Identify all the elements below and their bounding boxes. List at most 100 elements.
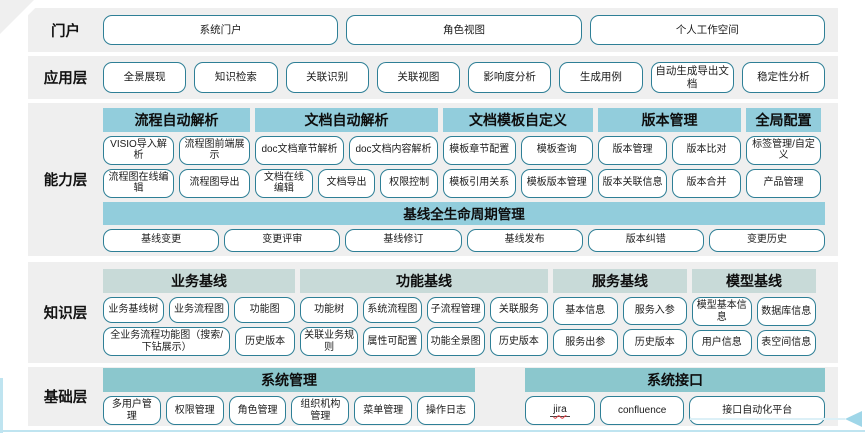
scroll-arrow-icon: [845, 411, 862, 427]
module-button[interactable]: 子流程管理: [426, 297, 485, 323]
module-button[interactable]: 模板版本管理: [520, 168, 593, 198]
module-button[interactable]: 变更评审: [224, 228, 341, 252]
module-button[interactable]: 系统流程图: [363, 297, 422, 323]
module-button[interactable]: 关联服务: [489, 297, 548, 323]
module-button[interactable]: 版本合并: [672, 168, 741, 198]
module-button[interactable]: 表空间信息: [756, 330, 816, 356]
module-button[interactable]: 权限控制: [380, 168, 439, 198]
module-button[interactable]: 关联识别: [285, 62, 369, 93]
module-button[interactable]: 关联视图: [376, 62, 460, 93]
module-button[interactable]: 多用户管理: [103, 396, 161, 425]
module-button-label: 角色管理: [237, 404, 278, 416]
module-button[interactable]: 历史版本: [489, 327, 548, 356]
module-button-label: 接口自动化平台: [722, 404, 793, 416]
button-row: 流程图在线编辑流程图导出: [103, 168, 250, 198]
module-button-label: 操作日志: [426, 404, 467, 416]
module-button-label: 功能全景图: [430, 335, 481, 347]
module-button[interactable]: 操作日志: [417, 396, 475, 425]
module-button[interactable]: 数据库信息: [756, 297, 816, 326]
module-button[interactable]: 服务入参: [622, 297, 687, 325]
button-row: 基线变更变更评审 基线修订 基线发布版本纠错变更历史: [103, 228, 826, 252]
module-button[interactable]: 业务基线树: [103, 297, 164, 323]
module-group: 文档模板自定义模板章节配置模板查询模板引用关系模板版本管理: [443, 107, 593, 198]
module-button[interactable]: 个人工作空间: [589, 15, 825, 45]
module-button[interactable]: 用户信息: [692, 330, 752, 356]
left-accent-line: [0, 378, 3, 433]
module-button[interactable]: 模型基本信息: [692, 297, 752, 326]
button-row: 基本信息服务入参: [553, 297, 687, 325]
module-button[interactable]: 版本管理: [598, 135, 667, 165]
module-button-label: 基线修订: [383, 234, 424, 246]
button-row: 业务基线树业务流程图 功能图: [103, 297, 296, 323]
module-button[interactable]: 权限管理: [165, 396, 224, 425]
module-button-label: 关联业务规则: [304, 330, 355, 353]
module-button-label: 用户信息: [701, 337, 742, 349]
module-button[interactable]: VISIO导入解析: [103, 135, 174, 165]
module-button-label: 标签管理/自定义: [752, 138, 815, 162]
module-button[interactable]: 自动生成导出文档: [650, 62, 734, 93]
module-button[interactable]: jira: [525, 396, 595, 425]
module-button[interactable]: 功能树: [300, 297, 359, 323]
bottom-accent-line: [0, 430, 865, 432]
knowledge-content: 业务基线业务基线树业务流程图功能图全业务流程功能图（搜索/下钻展示）历史版本功能…: [103, 262, 838, 363]
module-button[interactable]: 版本比对: [672, 135, 741, 165]
module-button[interactable]: 功能全景图: [426, 327, 485, 356]
module-button[interactable]: 基线变更: [103, 228, 220, 252]
module-button-label: 关联视图: [397, 71, 440, 84]
module-button-label: 模板章节配置: [449, 144, 510, 156]
module-button[interactable]: 菜单管理: [354, 396, 413, 425]
module-button[interactable]: 接口自动化平台: [689, 396, 825, 425]
module-button[interactable]: doc文档章节解析: [255, 135, 344, 165]
module-button[interactable]: 稳定性分析: [741, 62, 825, 93]
group-header: 系统接口: [525, 368, 825, 392]
module-button[interactable]: 属性可配置: [363, 327, 422, 356]
module-button[interactable]: 角色管理: [228, 396, 287, 425]
module-button[interactable]: doc文档内容解析: [349, 135, 438, 165]
module-button[interactable]: 历史版本: [235, 327, 295, 356]
module-button[interactable]: 文档导出: [317, 168, 376, 198]
module-button[interactable]: 基本信息: [553, 297, 618, 325]
module-button[interactable]: 流程图在线编辑: [103, 168, 174, 198]
module-button[interactable]: 版本纠错: [587, 228, 704, 252]
module-button[interactable]: 基线发布: [466, 228, 583, 252]
module-button[interactable]: 关联业务规则: [300, 327, 359, 356]
module-button[interactable]: 功能图: [234, 297, 296, 323]
module-button[interactable]: 模板查询: [520, 135, 593, 165]
module-button[interactable]: 文档在线编辑: [255, 168, 313, 198]
button-row: 全景展现知识检索关联识别 关联视图 影响度分析生成用例自动生成导出文档稳定性分析: [103, 62, 825, 93]
module-button[interactable]: 流程图导出: [179, 168, 250, 198]
module-button[interactable]: 角色视图: [346, 15, 582, 45]
module-button[interactable]: 流程图前端展示: [179, 135, 250, 165]
button-row: 文档在线编辑文档导出权限控制: [255, 168, 439, 198]
module-button[interactable]: 基线修订: [345, 228, 462, 252]
module-button[interactable]: confluence: [599, 396, 685, 425]
module-button[interactable]: 模板章节配置: [443, 135, 516, 165]
module-button[interactable]: 全业务流程功能图（搜索/下钻展示）: [103, 327, 231, 356]
module-button[interactable]: 组织机构管理: [291, 396, 350, 425]
group-header: 全局配置: [746, 107, 821, 132]
module-button[interactable]: 标签管理/自定义: [746, 135, 821, 165]
layer-label-portal: 门户: [51, 23, 80, 40]
portal-buttons-area: 系统门户角色视图个人工作空间: [103, 8, 838, 52]
module-button[interactable]: 历史版本: [622, 328, 687, 356]
module-button[interactable]: 产品管理: [746, 168, 821, 198]
module-button[interactable]: 全景展现: [103, 62, 187, 93]
module-group: 全局配置标签管理/自定义产品管理: [746, 107, 821, 198]
module-button[interactable]: 生成用例: [559, 62, 643, 93]
module-button[interactable]: 知识检索: [194, 62, 278, 93]
module-button[interactable]: 版本关联信息: [598, 168, 667, 198]
module-button[interactable]: 业务流程图: [168, 297, 230, 323]
baseline-group-header: 基线全生命周期管理: [103, 201, 825, 225]
module-group: 服务基线基本信息服务入参服务出参历史版本: [553, 269, 687, 356]
module-button-label: 功能图: [249, 304, 280, 316]
module-button[interactable]: 服务出参: [553, 328, 618, 356]
module-button-label: 表空间信息: [761, 337, 812, 349]
module-button[interactable]: 模板引用关系: [443, 168, 516, 198]
group-header: 服务基线: [553, 269, 687, 293]
module-button[interactable]: 变更历史: [708, 228, 826, 252]
module-button[interactable]: 系统门户: [103, 15, 339, 45]
module-button[interactable]: 影响度分析: [468, 62, 552, 93]
